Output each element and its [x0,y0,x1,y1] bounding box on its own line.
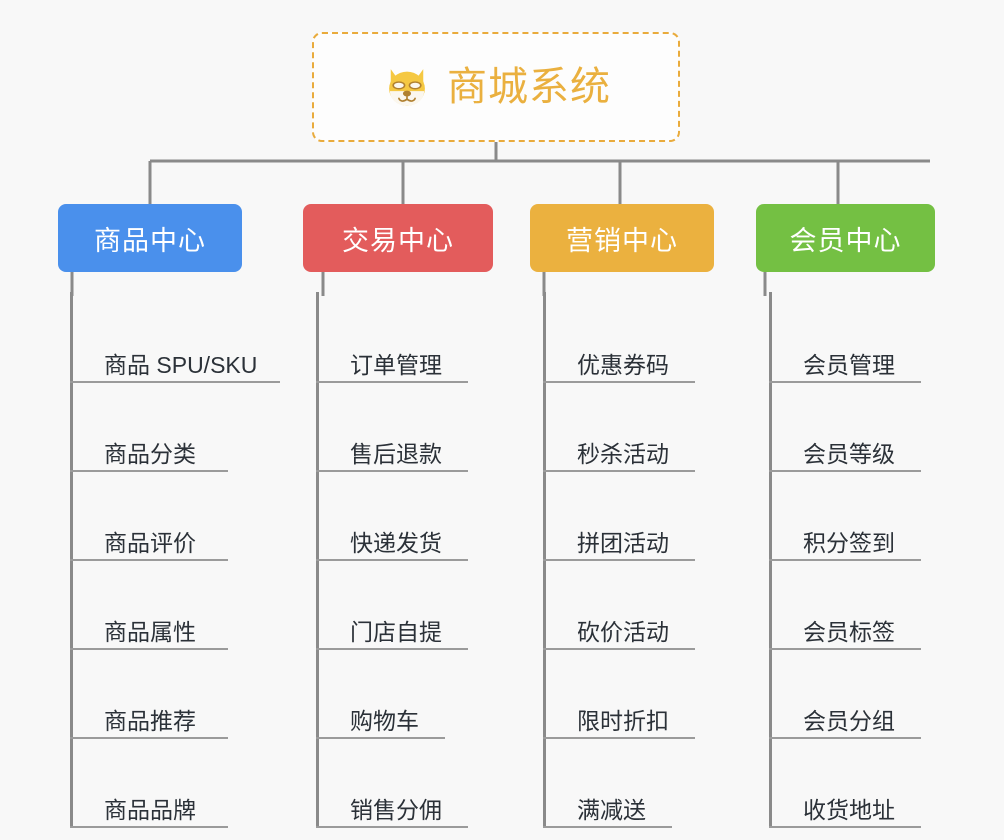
branch-header-label: 交易中心 [342,225,454,256]
list-item[interactable]: 限时折扣 [543,650,753,739]
list-item[interactable]: 积分签到 [769,472,1004,561]
list-item[interactable]: 快递发货 [316,472,502,561]
list-item[interactable]: 优惠券码 [543,294,753,383]
list-item[interactable]: 拼团活动 [543,472,753,561]
list-item-label: 拼团活动 [577,529,669,556]
list-item[interactable]: 会员管理 [769,294,1004,383]
branch-items-marketing: 优惠券码 秒杀活动 拼团活动 砍价活动 限时折扣 [543,292,753,828]
list-item-label: 会员等级 [803,440,895,467]
list-item-label: 优惠券码 [577,351,669,378]
list-item[interactable]: 售后退款 [316,383,502,472]
branch-column-member: 会员中心 会员管理 会员等级 积分签到 会员标签 [753,204,1004,828]
list-item[interactable]: 购物车 [316,650,502,739]
branch-column-product: 商品中心 商品 SPU/SKU 商品分类 商品评价 商品属性 [0,204,280,828]
list-item-label: 购物车 [350,707,419,734]
list-item-label: 积分签到 [803,529,895,556]
list-item[interactable]: 秒杀活动 [543,383,753,472]
root-node[interactable]: 商城系统 [312,32,680,142]
root-title: 商城系统 [447,65,611,109]
branch-column-marketing: 营销中心 优惠券码 秒杀活动 拼团活动 砍价活动 [502,204,753,828]
list-item[interactable]: 商品分类 [70,383,251,472]
list-item-label: 售后退款 [350,440,442,467]
list-item-label: 收货地址 [803,796,895,823]
list-item[interactable]: 订单管理 [316,294,502,383]
list-item-label: 销售分佣 [350,796,442,823]
list-item-label: 会员标签 [803,618,895,645]
list-item-label: 订单管理 [350,351,442,378]
list-item-label: 商品 SPU/SKU [104,351,258,378]
dog-face-icon [389,69,425,107]
list-item-label: 满减送 [577,796,646,823]
list-item[interactable]: 门店自提 [316,561,502,650]
list-item[interactable]: 商品属性 [70,561,251,650]
branch-header-trade[interactable]: 交易中心 [303,204,493,272]
list-item[interactable]: 砍价活动 [543,561,753,650]
list-item[interactable]: 会员等级 [769,383,1004,472]
list-item[interactable]: 商品品牌 [70,739,251,828]
branch-column-trade: 交易中心 订单管理 售后退款 快递发货 门店自提 [251,204,502,828]
list-item[interactable]: 收货地址 [769,739,1004,828]
list-item[interactable]: 商品 SPU/SKU [70,294,280,383]
list-item-label: 商品推荐 [104,707,196,734]
branch-items-member: 会员管理 会员等级 积分签到 会员标签 会员分组 [769,292,1004,828]
branch-header-label: 会员中心 [789,225,902,256]
list-item-label: 门店自提 [350,618,442,645]
branch-header-label: 商品中心 [94,225,206,256]
branch-columns: 商品中心 商品 SPU/SKU 商品分类 商品评价 商品属性 [0,204,1004,828]
list-item[interactable]: 商品评价 [70,472,251,561]
list-item-label: 快递发货 [350,529,442,556]
list-item-label: 会员管理 [803,351,895,378]
list-item[interactable]: 商品推荐 [70,650,251,739]
list-item[interactable]: 满减送 [543,739,753,828]
list-item-label: 秒杀活动 [577,440,669,467]
branch-header-product[interactable]: 商品中心 [58,204,242,272]
branch-items-product: 商品 SPU/SKU 商品分类 商品评价 商品属性 商品推荐 [70,292,280,828]
branch-header-member[interactable]: 会员中心 [756,204,935,272]
branch-items-trade: 订单管理 售后退款 快递发货 门店自提 购物车 [316,292,502,828]
list-item-label: 砍价活动 [577,618,669,645]
list-item-label: 商品分类 [104,440,196,467]
branch-header-marketing[interactable]: 营销中心 [530,204,714,272]
list-item-label: 商品评价 [104,529,196,556]
list-item[interactable]: 会员分组 [769,650,1004,739]
list-item-label: 商品属性 [104,618,196,645]
list-item[interactable]: 销售分佣 [316,739,502,828]
list-item[interactable]: 会员标签 [769,561,1004,650]
list-item-label: 会员分组 [803,707,895,734]
list-item-label: 限时折扣 [577,707,669,734]
branch-header-label: 营销中心 [566,225,678,256]
list-item-label: 商品品牌 [104,796,196,823]
